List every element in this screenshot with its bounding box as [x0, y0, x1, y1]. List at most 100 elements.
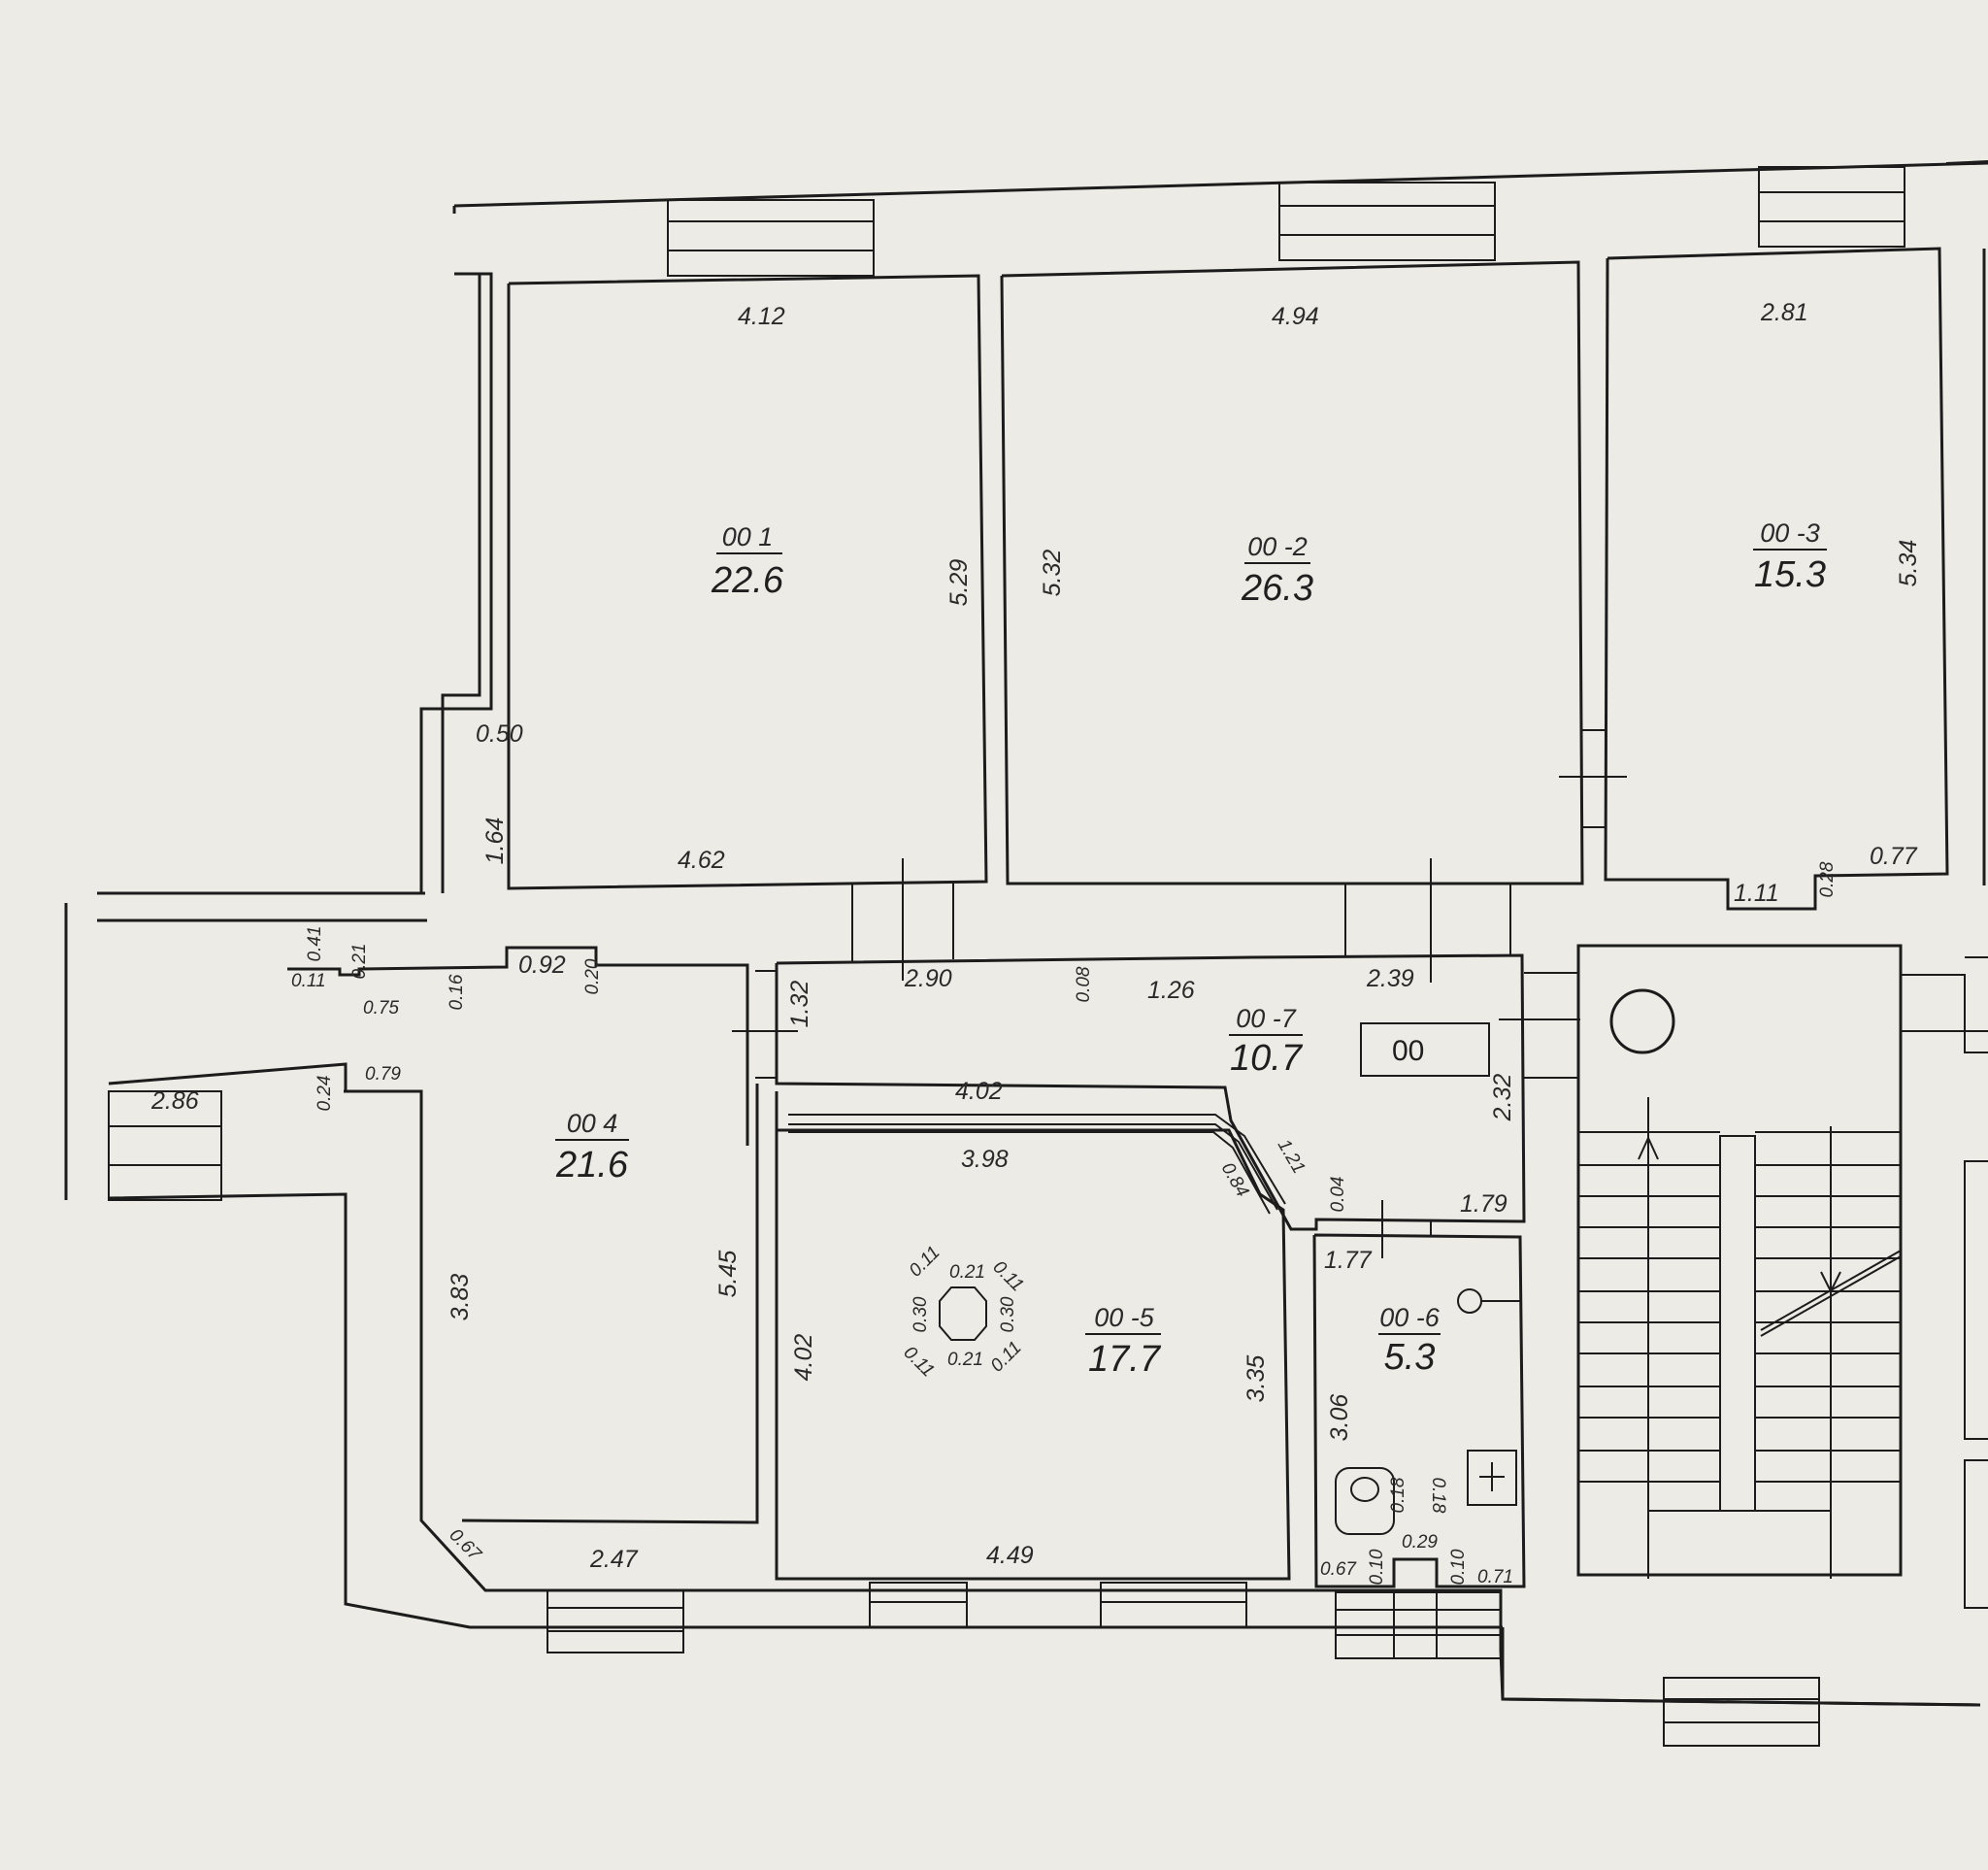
dim-label: 0.29: [1402, 1532, 1438, 1553]
dim-label: 0.10: [1367, 1549, 1387, 1585]
dim-label: 0.08: [1074, 966, 1094, 1002]
dim-label: 0.11: [899, 1343, 938, 1382]
partition-7-5: [788, 1114, 1286, 1215]
room-area: 15.3: [1754, 554, 1826, 595]
dimension-labels: 4.12 5.29 4.62 0.50 1.64 4.94 5.32 2.81 …: [150, 299, 1922, 1587]
room-id: 00 -3: [1760, 518, 1820, 548]
room-id: 00 4: [567, 1109, 618, 1138]
dim-label: 5.29: [945, 559, 973, 607]
dim-label: 0.92: [518, 952, 566, 979]
room-4-label: 00 4 21.6: [555, 1109, 629, 1185]
dim-label: 1.77: [1324, 1247, 1373, 1274]
window-bottom-3: [1100, 1582, 1247, 1628]
dim-label: 0.11: [987, 1338, 1026, 1377]
dim-label: 0.11: [988, 1257, 1027, 1296]
dim-label: 0.77: [1870, 843, 1918, 870]
dim-label: 0.18: [1388, 1477, 1408, 1513]
room-id: 00 1: [722, 522, 774, 551]
window-top-2: [1278, 182, 1496, 261]
dim-label: 5.34: [1895, 540, 1922, 587]
window-top-3: [1758, 166, 1905, 248]
dim-label: 3.98: [961, 1146, 1009, 1173]
room-area: 10.7: [1230, 1038, 1304, 1079]
dim-label: 0.21: [947, 1350, 983, 1370]
dim-label: 4.49: [986, 1542, 1034, 1569]
dim-label: 0.11: [291, 971, 326, 991]
stairwell: [1501, 944, 1988, 1747]
room-id: 00 -7: [1236, 1004, 1297, 1033]
dim-label: 0.20: [582, 958, 603, 994]
room-7-walls: [732, 953, 1580, 1231]
dim-label: 4.62: [678, 847, 725, 874]
dim-label: 0.11: [906, 1243, 944, 1282]
dim-label: 0.21: [949, 1262, 985, 1283]
dim-label: 0.75: [363, 998, 399, 1018]
column: [939, 1286, 987, 1341]
dim-label: 3.35: [1242, 1355, 1270, 1403]
bathroom-window: [1335, 1591, 1502, 1659]
dim-label: 0.21: [349, 944, 370, 980]
window-bottom-2: [869, 1582, 968, 1628]
dim-label: 5.45: [714, 1251, 742, 1298]
room-2-walls: [1000, 260, 1584, 885]
dim-label: 4.12: [738, 303, 785, 330]
boiler: [1467, 1450, 1517, 1506]
washbasin: [1457, 1288, 1520, 1314]
equipment-tag: 00: [1392, 1035, 1424, 1067]
corridor-walls: [64, 891, 1981, 1707]
dim-label: 3.06: [1326, 1394, 1353, 1442]
facade-wall: [452, 160, 1988, 214]
dim-label: 1.64: [481, 818, 509, 865]
dim-label: 0.79: [365, 1064, 401, 1085]
dim-label: 1.11: [1734, 880, 1779, 907]
room-6-label: 00 -6 5.3: [1378, 1303, 1441, 1378]
dim-label: 2.90: [904, 965, 952, 992]
dim-label: 0.24: [315, 1076, 335, 1112]
dim-label: 1.79: [1460, 1190, 1508, 1218]
dim-label: 2.39: [1366, 965, 1414, 992]
room-id: 00 -2: [1247, 532, 1308, 561]
dim-label: 0.67: [445, 1525, 485, 1566]
room-5-label: 00 -5 17.7: [1085, 1303, 1162, 1380]
dim-label: 0.04: [1328, 1177, 1348, 1213]
dim-label: 0.28: [1817, 861, 1838, 897]
right-edge-walls: [1901, 956, 1988, 1609]
dim-label: 0.16: [447, 974, 467, 1010]
room-1-label: 00 1 22.6: [711, 522, 784, 601]
dim-label: 5.32: [1039, 550, 1066, 597]
dim-label: 2.32: [1489, 1074, 1516, 1122]
room-3-walls: [1559, 247, 1986, 911]
dim-label: 1.21: [1274, 1136, 1309, 1178]
window-bottom-1: [547, 1589, 684, 1653]
dim-label: 0.10: [1448, 1549, 1469, 1585]
room-area: 21.6: [555, 1145, 629, 1185]
dim-label: 2.86: [150, 1087, 199, 1115]
dim-label: 4.02: [955, 1078, 1003, 1105]
room-1-walls: [419, 272, 988, 893]
room-area: 22.6: [711, 560, 784, 601]
dim-label: 2.47: [589, 1546, 639, 1573]
room-id: 00 -6: [1379, 1303, 1441, 1332]
room-3-label: 00 -3 15.3: [1753, 518, 1827, 595]
doorway-room-2: [1344, 858, 1511, 983]
dim-label: 2.81: [1760, 299, 1808, 326]
window-top-1: [667, 199, 875, 277]
dim-label: 1.26: [1147, 977, 1195, 1004]
dim-label: 0.67: [1320, 1559, 1357, 1580]
equipment-box: [1360, 1022, 1490, 1077]
room-6-walls: [1312, 1200, 1526, 1588]
room-7-label: 00 -7 10.7: [1229, 1004, 1304, 1079]
dim-label: 4.94: [1272, 303, 1319, 330]
dim-label: 4.02: [790, 1334, 817, 1382]
room-5-walls: [775, 1091, 1291, 1581]
dim-label: 0.18: [1428, 1478, 1448, 1514]
dim-label: 0.41: [305, 926, 325, 962]
room-area: 5.3: [1384, 1337, 1436, 1378]
west-steps: [108, 1090, 222, 1201]
dim-label: 0.30: [998, 1296, 1018, 1332]
room-id: 00 -5: [1094, 1303, 1155, 1332]
dim-label: 0.71: [1477, 1567, 1513, 1587]
dim-label: 0.50: [476, 720, 523, 748]
